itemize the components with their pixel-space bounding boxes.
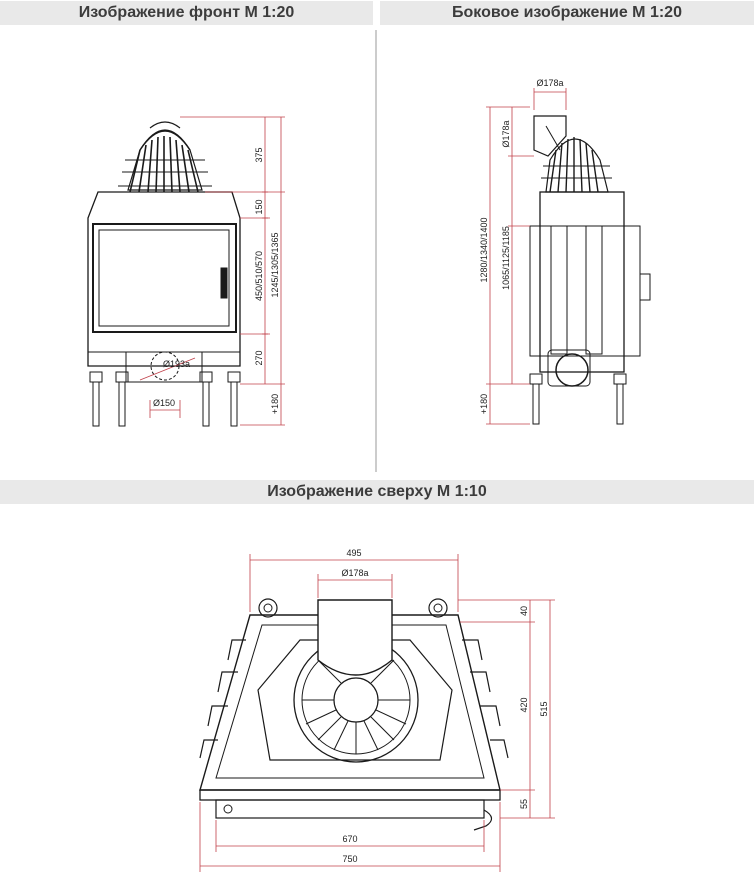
side-view [529,115,651,425]
dim-side-flue-side: Ø178a [501,120,511,147]
door-rail [215,799,485,819]
top-flue-pipe [317,599,393,676]
top-view-title: Изображение сверху М 1:10 [0,480,754,504]
top-dimensions [199,554,555,872]
dim-side-flue-top: Ø178a [536,78,563,88]
dim-front-glass: 450/510/570 [254,251,264,301]
dim-top-40: 40 [519,606,529,616]
dim-side-mid: 1065/1125/1185 [501,226,511,290]
bolt-right [428,598,448,618]
door-handle [220,267,228,299]
dim-top-750: 750 [342,854,357,864]
front-dimensions [139,116,285,426]
dim-front-flue: Ø193a [163,359,190,369]
dim-front-air: Ø150 [153,398,175,408]
dim-side-180: +180 [479,394,489,414]
front-view-title: Изображение фронт М 1:20 [0,1,373,25]
chamber-hub [333,677,379,723]
dim-top-flue: Ø178a [341,568,368,578]
air-intake-box [125,351,203,383]
door-frame [92,223,237,333]
side-view-title: Боковое изображение М 1:20 [380,1,754,25]
cable [473,809,493,831]
dim-top-670: 670 [342,834,357,844]
top-body [257,639,453,761]
convection-dome [118,121,212,193]
side-air-circle [555,353,589,387]
side-body [539,191,625,373]
dim-side-total: 1280/1340/1400 [479,217,489,282]
dim-top-515: 515 [539,701,549,716]
front-view [87,121,241,427]
dim-front-150: 150 [254,199,264,214]
dim-front-270: 270 [254,350,264,365]
dim-top-420: 420 [519,697,529,712]
glass-panel [98,229,230,327]
flue-collar [533,115,567,157]
fireplace-body [87,191,241,367]
dim-front-total: 1245/1305/1365 [270,232,280,297]
bolt-left [258,598,278,618]
side-dimensions [486,88,567,425]
dim-front-375: 375 [254,147,264,162]
dim-top-495: 495 [346,548,361,558]
side-handle [639,273,651,301]
front-bar [199,789,501,801]
radial-ribs [302,659,410,754]
top-view [199,598,509,831]
dim-top-55: 55 [519,799,529,809]
dim-front-180: +180 [270,394,280,414]
air-intake-circle [150,351,180,381]
side-dome [545,138,609,193]
side-fins [199,639,509,759]
legs [89,371,241,427]
